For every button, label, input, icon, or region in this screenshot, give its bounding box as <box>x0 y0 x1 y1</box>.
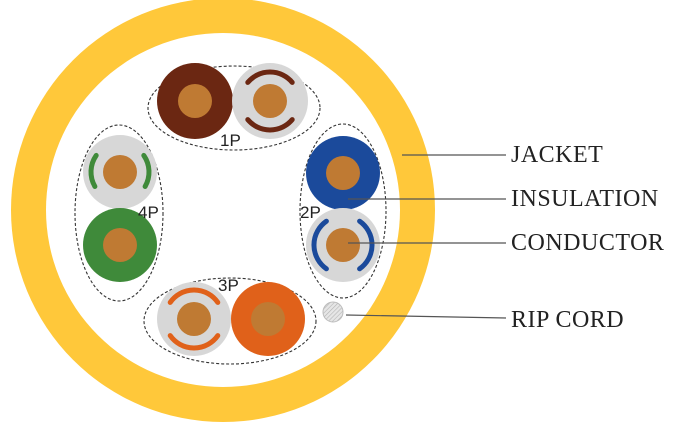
pair-3p-colored-wire <box>231 282 305 356</box>
pair-4p-outline <box>74 124 164 302</box>
insulation-label: INSULATION <box>511 186 659 212</box>
pair-4p: 4P <box>74 124 164 302</box>
conductor <box>253 84 287 118</box>
pair-4p-colored-wire <box>83 208 157 282</box>
conductor <box>103 228 137 262</box>
conductor-label: CONDUCTOR <box>511 230 664 256</box>
rip-cord <box>322 301 344 323</box>
rip-cord-leader-line <box>345 314 507 319</box>
pair-4p-striped-wire <box>83 135 157 209</box>
color-stripe <box>167 333 221 351</box>
jacket-label: JACKET <box>511 142 603 168</box>
pair-3p-label: 3P <box>218 276 239 295</box>
pair-1p: 1P <box>147 63 321 151</box>
pair-2p: 2P <box>299 123 387 299</box>
pair-1p-outline <box>147 65 321 151</box>
callout-lines <box>345 154 507 319</box>
pair-1p-colored-wire <box>157 63 233 139</box>
pair-1p-striped-wire <box>232 63 308 139</box>
conductor <box>177 302 211 336</box>
conductor <box>326 156 360 190</box>
conductor <box>178 84 212 118</box>
conductor <box>251 302 285 336</box>
pair-2p-label: 2P <box>300 203 321 222</box>
inner-core <box>46 33 400 387</box>
pair-3p-outline <box>143 277 317 365</box>
pair-2p-outline <box>299 123 387 299</box>
color-stripe <box>88 152 99 189</box>
pair-1p-label: 1P <box>220 131 241 150</box>
pair-3p: 3P <box>143 276 317 365</box>
pair-4p-label: 4P <box>138 203 159 222</box>
conductor <box>103 155 137 189</box>
pair-2p-striped-wire <box>306 208 380 282</box>
conductor <box>326 228 360 262</box>
color-stripe <box>357 218 375 272</box>
color-stripe <box>311 218 329 272</box>
color-stripe <box>245 117 295 133</box>
rip-cord-label: RIP CORD <box>511 307 624 333</box>
color-stripe <box>167 287 221 305</box>
color-stripe <box>245 69 295 85</box>
color-stripe <box>141 152 152 189</box>
pair-3p-striped-wire <box>157 282 231 356</box>
pair-2p-colored-wire <box>306 136 380 210</box>
